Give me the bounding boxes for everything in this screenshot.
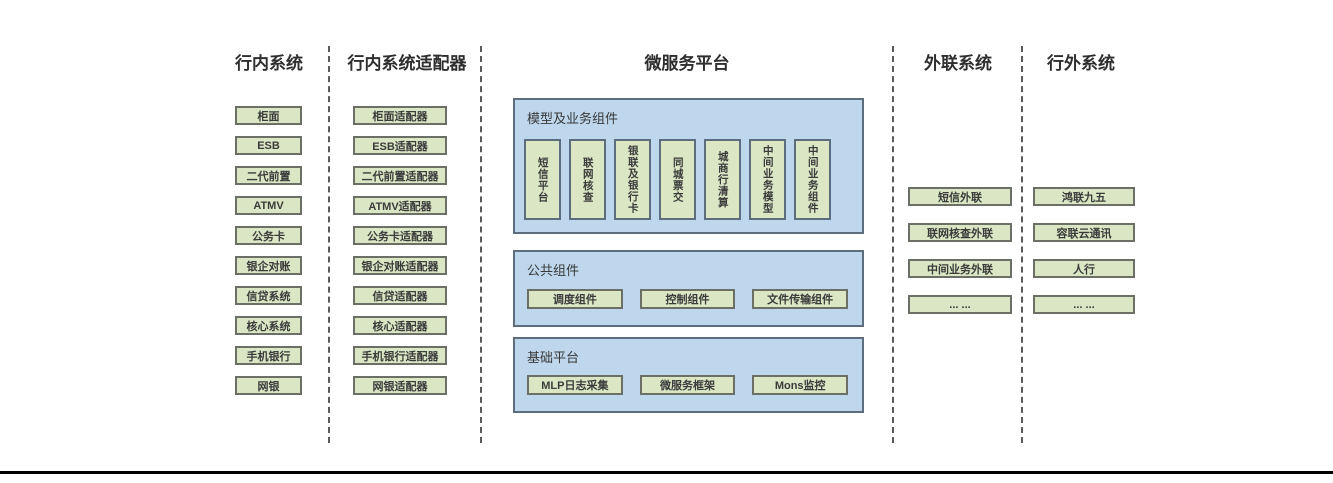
system-box-erdai-qianzhi: 二代前置 — [235, 166, 302, 185]
component-box-microservice-framework: 微服务框架 — [639, 375, 736, 395]
component-box-file-transfer: 文件传输组件 — [752, 289, 849, 309]
component-box-mlp-log-collection: MLP日志采集 — [527, 375, 623, 395]
component-box-unionpay-bankcard: 银联及银行卡 — [614, 139, 651, 220]
column-title-microservice-platform: 微服务平台 — [644, 54, 730, 73]
column-title-internal-systems: 行内系统 — [235, 54, 303, 73]
vertical-component-row: 短信平台 联网核查 银联及银行卡 同城票交 城商行清算 中间业务模型 中间业务组… — [524, 139, 831, 220]
panel-base-platform: 基础平台 MLP日志采集 微服务框架 Mons监控 — [513, 337, 864, 413]
dashed-separator-3 — [892, 46, 894, 443]
component-box-network-check: 联网核查 — [569, 139, 606, 220]
component-box-scheduling: 调度组件 — [527, 289, 623, 309]
common-components-row: 调度组件 控制组件 文件传输组件 — [527, 289, 849, 309]
adapter-box-esb: ESB适配器 — [353, 136, 447, 155]
outreach-box-network-check: 联网核查外联 — [908, 223, 1012, 242]
external-box-ellipsis: ... ... — [1033, 295, 1135, 314]
outreach-box-intermediate-business: 中间业务外联 — [908, 259, 1012, 278]
dashed-separator-2 — [480, 46, 482, 443]
system-box-esb: ESB — [235, 136, 302, 155]
external-systems-stack: 鸿联九五 容联云通讯 人行 ... ... — [1033, 187, 1135, 314]
system-box-gongwuka: 公务卡 — [235, 226, 302, 245]
system-box-shouji-yinhang: 手机银行 — [235, 346, 302, 365]
component-box-mons-monitoring: Mons监控 — [752, 375, 849, 395]
component-box-sms-platform: 短信平台 — [524, 139, 561, 220]
column-title-outreach-systems: 外联系统 — [924, 54, 992, 73]
component-box-city-bank-settlement: 城商行清算 — [704, 139, 741, 220]
dashed-separator-4 — [1021, 46, 1023, 443]
adapter-box-wangyin: 网银适配器 — [353, 376, 447, 395]
adapter-box-hexin: 核心适配器 — [353, 316, 447, 335]
component-box-intermediate-business-component: 中间业务组件 — [794, 139, 831, 220]
external-box-honglian-95: 鸿联九五 — [1033, 187, 1135, 206]
system-box-wangyin: 网银 — [235, 376, 302, 395]
outreach-systems-stack: 短信外联 联网核查外联 中间业务外联 ... ... — [908, 187, 1012, 314]
panel-model-business-components: 模型及业务组件 短信平台 联网核查 银联及银行卡 同城票交 城商行清算 中间业务… — [513, 98, 864, 234]
system-box-yinqi-duizhang: 银企对账 — [235, 256, 302, 275]
column-title-external-systems: 行外系统 — [1047, 54, 1115, 73]
component-box-control: 控制组件 — [639, 289, 736, 309]
adapter-box-xindai: 信贷适配器 — [353, 286, 447, 305]
system-box-guimian: 柜面 — [235, 106, 302, 125]
panel-common-components: 公共组件 调度组件 控制组件 文件传输组件 — [513, 250, 864, 327]
outreach-box-sms: 短信外联 — [908, 187, 1012, 206]
system-box-atmv: ATMV — [235, 196, 302, 215]
adapter-box-atmv: ATMV适配器 — [353, 196, 447, 215]
adapter-box-yinqi-duizhang: 银企对账适配器 — [353, 256, 447, 275]
adapter-box-shouji-yinhang: 手机银行适配器 — [353, 346, 447, 365]
adapters-stack: 柜面适配器 ESB适配器 二代前置适配器 ATMV适配器 公务卡适配器 银企对账… — [353, 106, 447, 395]
component-box-intermediate-business-model: 中间业务模型 — [749, 139, 786, 220]
panel-label: 公共组件 — [527, 263, 580, 278]
component-box-city-clearing-exchange: 同城票交 — [659, 139, 696, 220]
panel-label: 模型及业务组件 — [527, 111, 619, 126]
system-box-xindai: 信贷系统 — [235, 286, 302, 305]
internal-systems-stack: 柜面 ESB 二代前置 ATMV 公务卡 银企对账 信贷系统 核心系统 手机银行… — [235, 106, 302, 395]
adapter-box-gongwuka: 公务卡适配器 — [353, 226, 447, 245]
panel-label: 基础平台 — [527, 350, 580, 365]
outreach-box-ellipsis: ... ... — [908, 295, 1012, 314]
adapter-box-guimian: 柜面适配器 — [353, 106, 447, 125]
adapter-box-erdai-qianzhi: 二代前置适配器 — [353, 166, 447, 185]
system-box-hexin: 核心系统 — [235, 316, 302, 335]
bottom-rule — [0, 471, 1333, 474]
external-box-ronglian-cloud: 容联云通讯 — [1033, 223, 1135, 242]
external-box-pboc: 人行 — [1033, 259, 1135, 278]
base-platform-row: MLP日志采集 微服务框架 Mons监控 — [527, 375, 849, 395]
column-title-internal-adapters: 行内系统适配器 — [347, 54, 467, 73]
dashed-separator-1 — [328, 46, 330, 443]
